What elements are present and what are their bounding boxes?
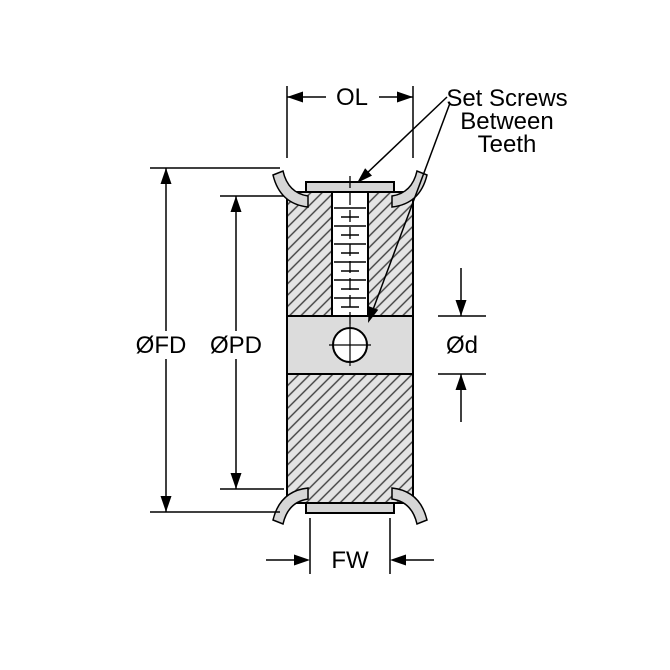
arrowheads — [160, 91, 467, 566]
fd-arrowhead-top — [160, 168, 172, 184]
d-arrowhead-bottom — [455, 374, 467, 390]
set-screws-note-line1: Set Screws — [446, 85, 567, 112]
flange-horn-top-right — [391, 169, 428, 208]
fd-arrowhead-bottom — [160, 496, 172, 512]
ol-arrowhead-right — [397, 91, 413, 103]
leader-arrowhead-top — [357, 168, 372, 183]
flange-horn-bottom-right — [391, 487, 428, 526]
fd-label-background — [128, 331, 194, 359]
bore-diameter-label: Ød — [446, 332, 478, 359]
hatch-upper-left — [286, 191, 333, 317]
d-arrowhead-top — [455, 300, 467, 316]
labels: OL Set Screws Between Teeth ØFD ØPD Ød F… — [136, 84, 568, 574]
overall-length-label: OL — [336, 84, 368, 111]
flange-diameter-label: ØFD — [136, 332, 187, 359]
flange-horns — [272, 169, 428, 526]
ol-arrowhead-left — [287, 91, 303, 103]
fw-arrowhead-right — [390, 554, 406, 566]
pulley-section — [272, 169, 428, 526]
face-width-label: FW — [331, 547, 369, 574]
pd-arrowhead-top — [230, 196, 242, 212]
flange-horn-top-left — [272, 169, 309, 208]
pd-arrowhead-bottom — [230, 473, 242, 489]
pitch-diameter-label: ØPD — [210, 332, 262, 359]
flange-horn-bottom-left — [272, 487, 309, 526]
set-screw-leader-center — [370, 102, 451, 316]
fw-arrowhead-left — [294, 554, 310, 566]
pd-label-background — [202, 331, 270, 359]
set-screws-note-line2: Between — [460, 108, 553, 135]
set-screws-note-line3: Teeth — [478, 131, 537, 158]
label-backgrounds — [128, 331, 270, 359]
bottom-face-cap — [305, 502, 395, 514]
dimension-lines — [150, 86, 486, 574]
set-screw-leader-top — [364, 96, 448, 176]
hatch-lower — [286, 373, 414, 504]
leader-arrowhead-center — [368, 306, 379, 323]
hatch-upper-right — [367, 191, 414, 317]
